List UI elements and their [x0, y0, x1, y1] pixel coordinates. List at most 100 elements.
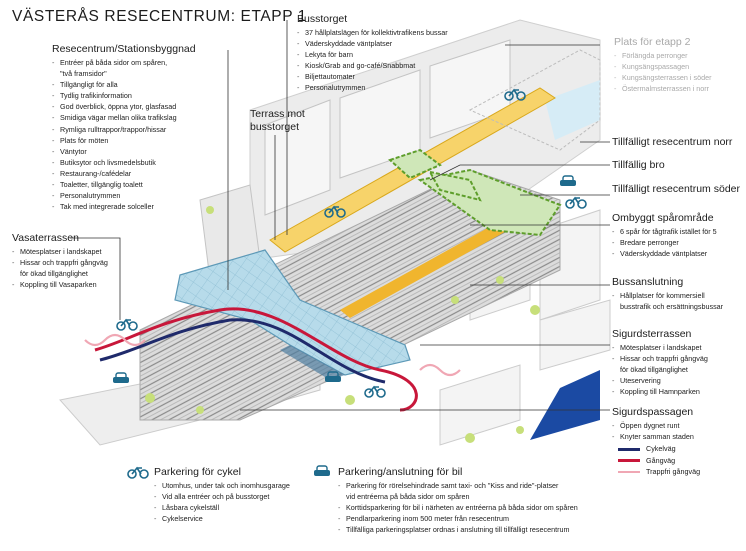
list-item: Kungsängsterrassen i söder — [614, 72, 712, 83]
sparomrade-block: Ombyggt spårområde 6 spår för tågtrafik … — [612, 212, 717, 259]
cycle-path — [99, 318, 386, 384]
bus-connection-strip — [340, 210, 530, 318]
parkering-cykel-block: Parkering för cykel Utomhus, under tak o… — [154, 466, 290, 524]
parkering-cykel-heading: Parkering för cykel — [154, 466, 241, 478]
list-item: Lekyta för barn — [297, 49, 448, 60]
list-item: Utomhus, under tak och inomhusgarage — [154, 480, 290, 491]
bussanslutning-list: Hållplatser för kommersiell busstrafik o… — [612, 290, 723, 312]
resecentrum-list: Entréer på båda sidor om spåren, "två fr… — [52, 57, 196, 212]
list-item: vid entréerna på båda sidor om spåren — [346, 492, 470, 502]
parkering-bil-heading: Parkering/anslutning för bil — [338, 466, 463, 478]
path-legend: Cykelväg Gångväg Trappfri gångväg — [612, 443, 700, 478]
list-item: Smidiga vägar mellan olika trafikslag — [52, 112, 196, 123]
list-item: Entréer på båda sidor om spåren, — [52, 57, 196, 68]
etapp2-list: Förlängda perronger Kungsängspassagen Ku… — [614, 50, 712, 94]
callout-norr: Tillfälligt resecentrum norr — [612, 136, 733, 148]
trees — [145, 206, 540, 443]
legend-label: Gångväg — [646, 455, 676, 465]
resecentrum-block: Resecentrum/Stationsbyggnad Entréer på b… — [52, 43, 196, 212]
busstorget-heading: Busstorget — [297, 13, 348, 25]
list-item: Bredare perronger — [612, 237, 717, 248]
stepfree-line-swatch — [618, 471, 640, 474]
sigurdsterrassen-heading: Sigurdsterrassen — [612, 328, 692, 340]
leader-lines — [70, 20, 610, 411]
terrass-label: Terrass mot busstorget — [250, 108, 305, 134]
list-item: Toaletter, tillgänglig toalett — [52, 179, 196, 190]
list-item: för ökad tillgänglighet — [20, 269, 88, 279]
list-item: Öppen dygnet runt — [612, 420, 700, 431]
list-item: Hissar och trappfri gångväg — [12, 257, 108, 268]
list-item: Plats för möten — [52, 135, 196, 146]
list-item: för ökad tillgänglighet — [620, 365, 688, 375]
parkering-cykel-list: Utomhus, under tak och inomhusgarage Vid… — [154, 480, 290, 524]
list-item: God överblick, öppna ytor, glasfasad — [52, 101, 196, 112]
resecentrum-heading: Resecentrum/Stationsbyggnad — [52, 43, 196, 55]
vasaterrassen-heading: Vasaterrassen — [12, 232, 79, 244]
list-item: Tak med integrerade solceller — [52, 201, 196, 212]
list-item: Parkering för rörelsehindrade samt taxi-… — [338, 480, 578, 491]
terrass-line2: busstorget — [250, 121, 300, 133]
bussanslutning-heading: Bussanslutning — [612, 276, 684, 288]
list-item: Vid alla entréer och på busstorget — [154, 491, 290, 502]
bicycle-icon — [116, 88, 587, 398]
legend-bicycle-icon — [127, 466, 149, 479]
list-item: Väntytor — [52, 146, 196, 157]
list-item: Butiksytor och livsmedelsbutik — [52, 157, 196, 168]
list-item: Hållplatser för kommersiell — [612, 290, 723, 301]
callout-bro: Tillfällig bro — [612, 159, 665, 171]
busstorget-block: Busstorget 37 hållplatslägen för kollekt… — [297, 13, 448, 94]
sparomrade-list: 6 spår för tågtrafik istället för 5 Bred… — [612, 226, 717, 259]
list-item: Östermalmsterrassen i norr — [614, 83, 712, 94]
callout-soder: Tillfälligt resecentrum söder — [612, 183, 740, 195]
parkering-bil-list: Parkering för rörelsehindrade samt taxi-… — [338, 480, 578, 536]
bussanslutning-block: Bussanslutning Hållplatser för kommersie… — [612, 276, 723, 312]
list-item: Restaurang-/cafédelar — [52, 168, 196, 179]
sparomrade-heading: Ombyggt spårområde — [612, 212, 714, 224]
legend-label: Trappfri gångväg — [646, 467, 701, 477]
sigurdspassagen-block: Sigurdspassagen Öppen dygnet runt Knyter… — [612, 406, 700, 478]
car-icon — [113, 175, 576, 383]
page-title: VÄSTERÅS RESECENTRUM: ETAPP 1 — [12, 8, 308, 25]
list-item: Pendlarparkering inom 500 meter från res… — [338, 513, 578, 524]
vasaterrassen-list: Mötesplatser i landskapet Hissar och tra… — [12, 246, 108, 290]
list-item: Mötesplatser i landskapet — [12, 246, 108, 257]
sigurdsterrassen-block: Sigurdsterrassen Mötesplatser i landskap… — [612, 328, 708, 398]
legend-cycle: Cykelväg — [618, 443, 700, 455]
etapp2-heading: Plats för etapp 2 — [614, 36, 691, 48]
legend-label: Cykelväg — [646, 444, 676, 454]
list-item: Hissar och trappfri gångväg — [612, 353, 708, 364]
list-item: Biljettautomater — [297, 71, 448, 82]
list-item: Korttidsparkering för bil i närheten av … — [338, 502, 578, 513]
sigurdspassagen-heading: Sigurdspassagen — [612, 406, 694, 418]
list-item: Väderskyddade väntplatser — [297, 38, 448, 49]
list-item: Låsbara cykelställ — [154, 502, 290, 513]
sigurdspassagen-list: Öppen dygnet runt Knyter samman staden — [612, 420, 700, 442]
list-item: Kungsängspassagen — [614, 61, 712, 72]
list-item: 37 hållplatslägen för kollektivtrafikens… — [297, 27, 448, 38]
legend-stepfree: Trappfri gångväg — [618, 466, 700, 478]
list-item: Koppling till Hamnparken — [612, 386, 708, 397]
walk-line-swatch — [618, 459, 640, 463]
list-item: 6 spår för tågtrafik istället för 5 — [612, 226, 717, 237]
list-item: Knyter samman staden — [612, 431, 700, 442]
terrass-line1: Terrass mot — [250, 108, 305, 120]
list-item: Personalutrymmen — [297, 82, 448, 93]
list-item: Tydlig trafikinformation — [52, 90, 196, 101]
list-item: Väderskyddade väntplatser — [612, 248, 717, 259]
list-item: Cykelservice — [154, 513, 290, 524]
temporary-stations — [388, 148, 562, 237]
list-item: Förlängda perronger — [614, 50, 712, 61]
walking-path — [94, 307, 418, 412]
legend-walk: Gångväg — [618, 455, 700, 467]
busstorget-list: 37 hållplatslägen för kollektivtrafikens… — [297, 27, 448, 94]
list-item: Tillgängligt för alla — [52, 79, 196, 90]
sigurdsterrassen-list: Mötesplatser i landskapet Hissar och tra… — [612, 342, 708, 398]
legend-car-icon — [314, 465, 330, 476]
list-item: "två framsidor" — [60, 69, 107, 79]
vasaterrassen-block: Vasaterrassen Mötesplatser i landskapet … — [12, 232, 108, 290]
list-item: Mötesplatser i landskapet — [612, 342, 708, 353]
list-item: Rymliga rulltrappor/trappor/hissar — [52, 124, 196, 135]
list-item: busstrafik och ersättningsbussar — [620, 302, 724, 312]
parkering-bil-block: Parkering/anslutning för bil Parkering f… — [338, 466, 578, 536]
